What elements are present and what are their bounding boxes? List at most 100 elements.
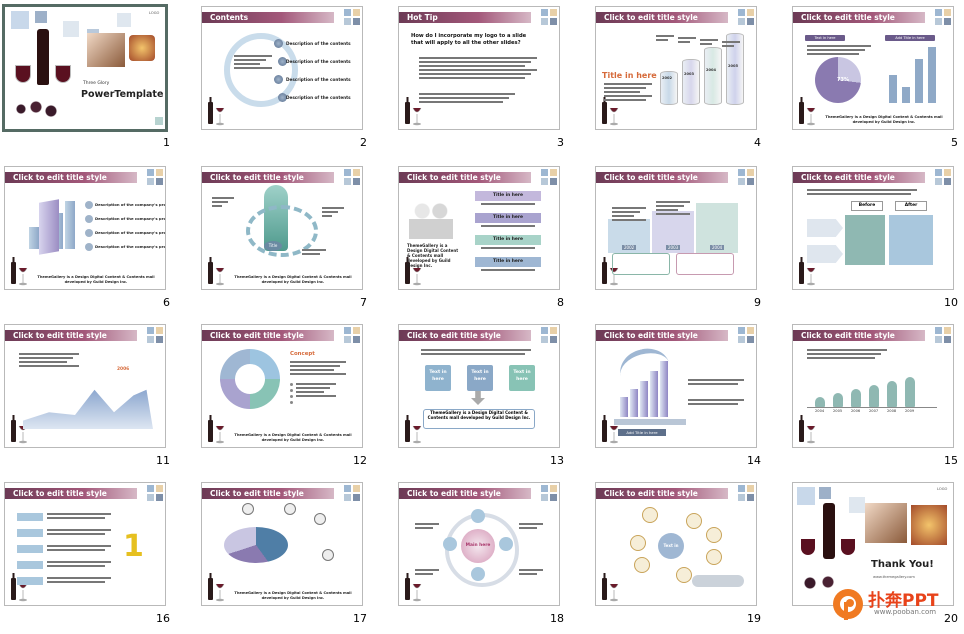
contents-ring — [224, 33, 298, 107]
wine-bottle-icon — [402, 414, 422, 444]
corner-squares-icon — [344, 485, 360, 501]
slide-title[interactable]: Hot Tip — [407, 13, 438, 22]
corner-squares-icon — [935, 169, 951, 185]
growth-bar — [640, 381, 648, 417]
growth-bar — [650, 371, 658, 417]
slide-title[interactable]: Click to edit title style — [801, 173, 895, 182]
corner-squares-icon — [541, 169, 557, 185]
text-line — [47, 549, 105, 551]
cylinder-bar — [704, 47, 722, 105]
contents-bullet-icon — [278, 93, 287, 102]
network-node-icon — [314, 513, 326, 525]
text-line — [290, 369, 334, 371]
slide-title[interactable]: Click to edit title style — [407, 173, 501, 182]
slide-number: 11 — [156, 454, 170, 467]
year-tab — [17, 529, 43, 537]
slide-title[interactable]: Click to edit title style — [13, 173, 107, 182]
slide-title[interactable]: Click to edit title style — [801, 13, 895, 22]
slide-title[interactable]: Click to edit title style — [801, 331, 895, 340]
slide-title[interactable]: Click to edit title style — [407, 489, 501, 498]
cylinder-bar — [726, 33, 744, 105]
desc-bullet-icon — [85, 243, 93, 251]
3d-bar-front — [39, 199, 59, 255]
bar-mark — [889, 75, 897, 103]
text-line — [296, 395, 336, 397]
slide-title[interactable]: Contents — [210, 13, 249, 22]
slide-number: 20 — [944, 612, 958, 625]
text-line — [47, 577, 111, 579]
slide-title[interactable]: Click to edit title style — [407, 331, 501, 340]
slide-title[interactable]: Click to edit title style — [604, 489, 698, 498]
slide-title[interactable]: Click to edit title style — [210, 489, 304, 498]
slide-title[interactable]: Click to edit title style — [604, 173, 698, 182]
after-tab: After — [895, 201, 927, 211]
satellite-node — [676, 567, 692, 583]
corner-squares-icon — [541, 485, 557, 501]
slide-number: 17 — [353, 612, 367, 625]
slide-title[interactable]: Click to edit title style — [13, 489, 107, 498]
timeline-year: 2003 — [666, 245, 681, 250]
text-line — [19, 357, 73, 359]
contents-item: Description of the contents — [286, 59, 351, 64]
people-icon — [409, 199, 453, 239]
slide-title[interactable]: Click to edit title style — [210, 173, 304, 182]
text-line — [519, 569, 543, 571]
contents-desc-line — [234, 67, 272, 69]
slide-title[interactable]: Click to edit title style — [210, 331, 304, 340]
year-label: 2002 — [662, 76, 673, 81]
desc-line — [807, 53, 859, 55]
slide-title[interactable]: Click to edit title style — [604, 13, 698, 22]
concept-bullet-icon — [290, 401, 293, 404]
logo-text: 扑奔PPT — [868, 591, 939, 611]
text-line — [656, 201, 690, 203]
outer-node — [471, 567, 485, 581]
grapes-icon — [9, 99, 69, 119]
slide-title[interactable]: Click to edit title style — [13, 331, 107, 340]
arrow-shape — [807, 219, 843, 237]
text-line — [519, 573, 537, 575]
title-box: Title in here — [475, 257, 541, 267]
slide-number: 16 — [156, 612, 170, 625]
slide-title[interactable]: Click to edit title style — [604, 331, 698, 340]
